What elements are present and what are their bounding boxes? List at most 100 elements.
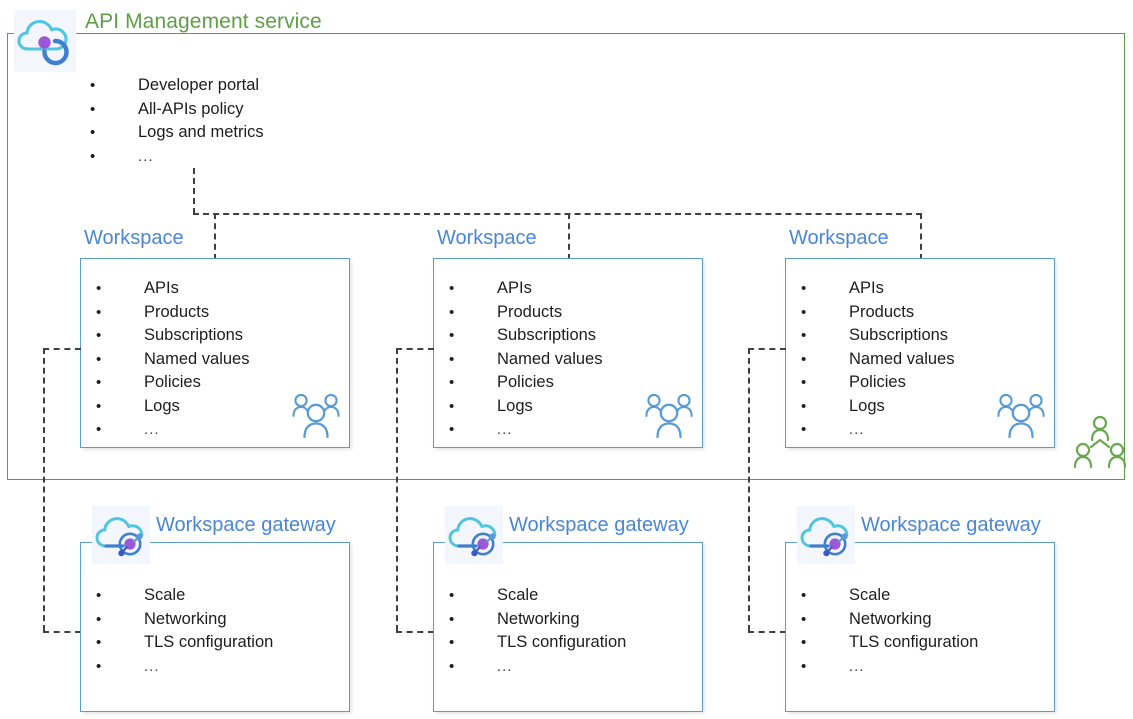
- workspace-gateway-2-title: Workspace gateway: [509, 514, 689, 536]
- list-item-label: Subscriptions: [144, 326, 244, 344]
- bullet-icon: [96, 395, 144, 419]
- bullet-icon: [449, 301, 497, 325]
- bullet-icon: [801, 584, 849, 608]
- page-title: API Management service: [85, 10, 322, 33]
- list-item: Scale: [801, 584, 978, 608]
- list-item-label: Scale: [849, 586, 891, 604]
- list-item-label: Products: [144, 302, 210, 321]
- bullet-icon: [96, 371, 144, 395]
- workspace-gateway-1-title: Workspace gateway: [156, 514, 336, 536]
- list-item-label: TLS configuration: [849, 633, 979, 651]
- list-item: APIs: [801, 277, 954, 301]
- bullet-icon: [801, 395, 849, 419]
- list-item-label: ...: [138, 147, 154, 165]
- list-item-label: Subscriptions: [497, 326, 597, 344]
- list-item: ...: [96, 655, 273, 679]
- connector-service-bus: [193, 213, 922, 215]
- list-item-label: Scale: [497, 586, 539, 604]
- list-item: ...: [90, 145, 264, 169]
- bullet-icon: [801, 348, 849, 372]
- bullet-icon: [449, 418, 497, 442]
- list-item-label: ...: [144, 421, 160, 438]
- connector-workspace-3-gateway-top: [748, 348, 786, 350]
- workspace-gateway-cloud-icon: [92, 506, 150, 564]
- list-item: Scale: [96, 584, 273, 608]
- connector-workspace-3-gateway-vertical: [748, 348, 750, 631]
- list-item: Developer portal: [90, 74, 264, 98]
- bullet-icon: [96, 655, 144, 679]
- workspace-team-icon: [995, 392, 1047, 440]
- bullet-icon: [96, 608, 144, 632]
- list-item: Subscriptions: [801, 324, 954, 348]
- list-item-label: Policies: [849, 373, 906, 391]
- bullet-icon: [96, 418, 144, 442]
- list-item: Logs: [801, 395, 954, 419]
- list-item: ...: [449, 418, 602, 442]
- bullet-icon: [90, 98, 138, 122]
- connector-workspace-1-gateway-top: [43, 348, 81, 350]
- bullet-icon: [801, 371, 849, 395]
- bullet-icon: [801, 608, 849, 632]
- list-item-label: Networking: [144, 609, 227, 628]
- bullet-icon: [449, 371, 497, 395]
- list-item: Networking: [449, 608, 626, 632]
- workspace-2-feature-list: APIs Products Subscriptions Named values…: [449, 277, 602, 442]
- list-item-label: Logs: [849, 396, 885, 415]
- list-item-label: Logs: [144, 396, 180, 415]
- list-item: Named values: [449, 348, 602, 372]
- list-item-label: Developer portal: [138, 76, 260, 94]
- bullet-icon: [96, 324, 144, 348]
- list-item: Policies: [801, 371, 954, 395]
- list-item: APIs: [449, 277, 602, 301]
- workspace-gateway-3-feature-list: Scale Networking TLS configuration ...: [801, 584, 978, 678]
- workspace-gateway-cloud-icon: [445, 506, 503, 564]
- list-item-label: APIs: [849, 279, 884, 297]
- bullet-icon: [96, 277, 144, 301]
- bullet-icon: [96, 301, 144, 325]
- bullet-icon: [801, 418, 849, 442]
- list-item: Named values: [801, 348, 954, 372]
- list-item: TLS configuration: [449, 631, 626, 655]
- bullet-icon: [449, 584, 497, 608]
- list-item: TLS configuration: [801, 631, 978, 655]
- workspace-1-feature-list: APIs Products Subscriptions Named values…: [96, 277, 249, 442]
- workspace-3-title: Workspace: [789, 227, 889, 249]
- list-item: Subscriptions: [449, 324, 602, 348]
- workspace-2-title: Workspace: [437, 227, 537, 249]
- list-item: ...: [96, 418, 249, 442]
- connector-workspace-1-drop: [214, 213, 216, 260]
- bullet-icon: [801, 277, 849, 301]
- bullet-icon: [449, 277, 497, 301]
- list-item-label: APIs: [497, 279, 532, 297]
- list-item-label: Logs: [497, 396, 533, 415]
- list-item-label: Named values: [497, 349, 603, 368]
- bullet-icon: [801, 301, 849, 325]
- list-item-label: Policies: [497, 373, 554, 391]
- workspace-gateway-cloud-icon: [797, 506, 855, 564]
- bullet-icon: [449, 608, 497, 632]
- bullet-icon: [96, 584, 144, 608]
- list-item: APIs: [96, 277, 249, 301]
- bullet-icon: [801, 655, 849, 679]
- workspace-3-feature-list: APIs Products Subscriptions Named values…: [801, 277, 954, 442]
- connector-workspace-3-drop: [920, 213, 922, 260]
- list-item-label: Networking: [497, 609, 580, 628]
- list-item-label: APIs: [144, 279, 179, 297]
- workspace-gateway-2-feature-list: Scale Networking TLS configuration ...: [449, 584, 626, 678]
- list-item-label: Named values: [849, 349, 955, 368]
- list-item-label: Logs and metrics: [138, 123, 264, 141]
- bullet-icon: [801, 324, 849, 348]
- connector-workspace-1-gateway-bottom: [43, 631, 81, 633]
- list-item: ...: [801, 418, 954, 442]
- service-feature-list: Developer portal All-APIs policy Logs an…: [90, 74, 264, 168]
- list-item: Scale: [449, 584, 626, 608]
- list-item-label: ...: [849, 421, 865, 438]
- list-item: Networking: [96, 608, 273, 632]
- workspace-team-icon: [643, 392, 695, 440]
- list-item: ...: [801, 655, 978, 679]
- list-item: Policies: [96, 371, 249, 395]
- bullet-icon: [96, 348, 144, 372]
- bullet-icon: [449, 324, 497, 348]
- list-item-label: ...: [497, 421, 513, 438]
